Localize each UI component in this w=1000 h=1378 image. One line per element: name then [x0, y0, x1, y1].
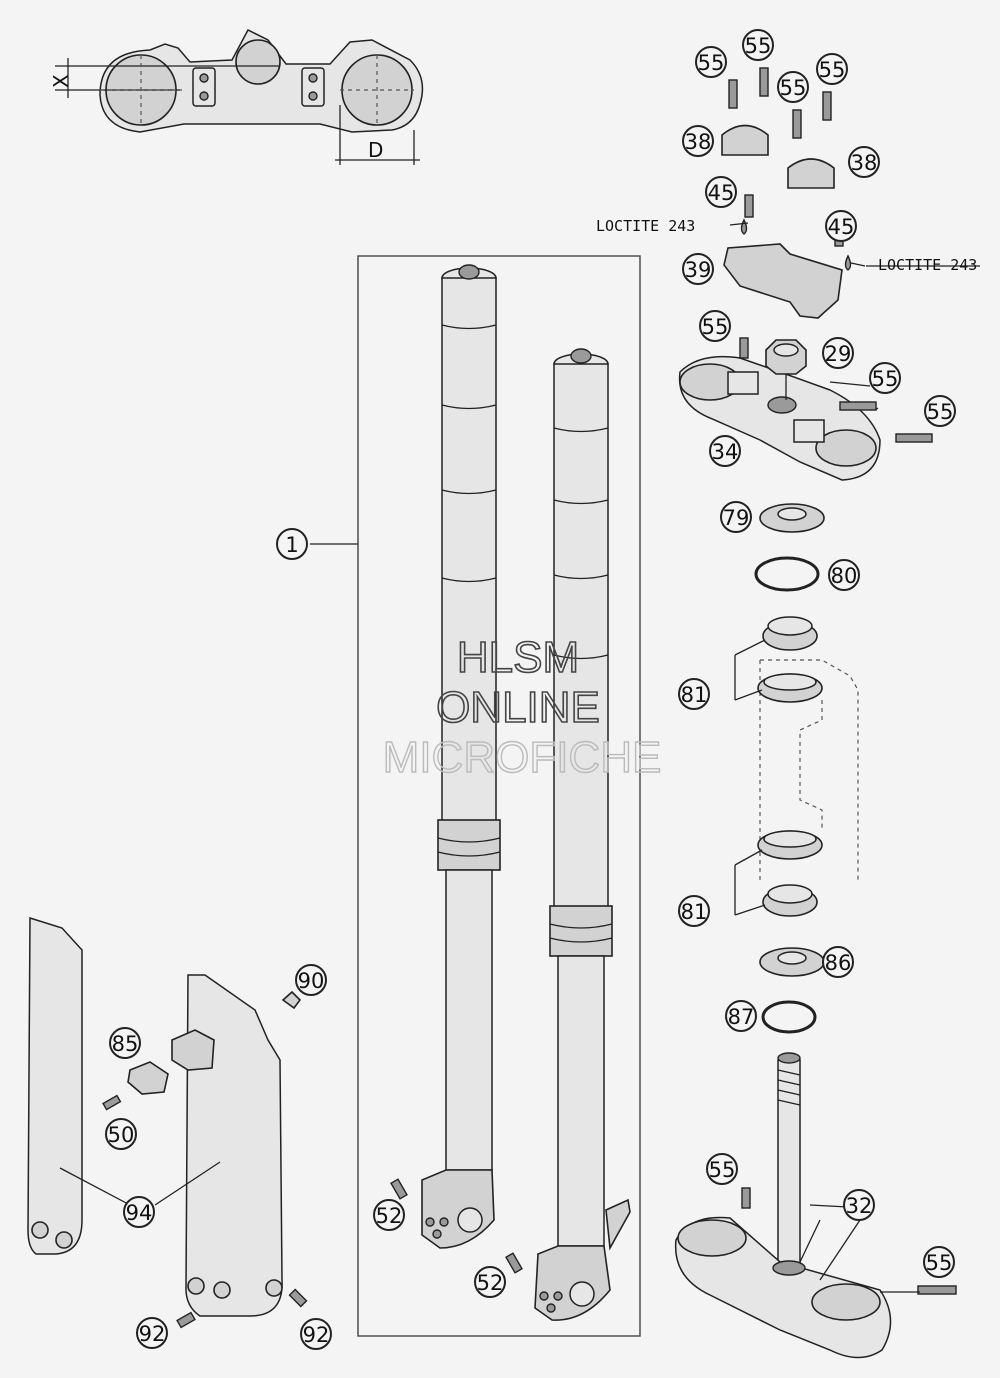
callout-92-b: 92: [300, 1318, 332, 1350]
svg-text:32: 32: [846, 1194, 873, 1218]
loctite-note-b: LOCTITE 243: [878, 256, 977, 274]
svg-text:85: 85: [112, 1032, 139, 1056]
svg-text:45: 45: [828, 215, 855, 239]
callout-86: 86: [822, 946, 854, 978]
svg-text:55: 55: [926, 1251, 953, 1275]
callout-92-a: 92: [136, 1317, 168, 1349]
loctite-note-a: LOCTITE 243: [596, 217, 695, 235]
lower-triple-clamp-stem: [674, 1052, 957, 1359]
svg-text:81: 81: [681, 683, 708, 707]
callout-55-h: 55: [706, 1153, 738, 1185]
watermark-line-1: HLSM: [457, 633, 579, 682]
callout-55-c: 55: [777, 71, 809, 103]
o-ring-80: [754, 556, 820, 592]
callout-87: 87: [725, 1000, 757, 1032]
o-ring-87: [761, 1000, 817, 1034]
svg-text:29: 29: [825, 342, 852, 366]
callout-79: 79: [720, 501, 752, 533]
callout-81-a: 81: [678, 678, 710, 710]
callout-55-d: 55: [816, 53, 848, 85]
callout-55-e: 55: [699, 310, 731, 342]
upper-triple-clamp: [678, 337, 933, 481]
fork-leg-right: [534, 348, 631, 1321]
callout-52-a: 52: [373, 1199, 405, 1231]
callout-90: 90: [295, 964, 327, 996]
svg-text:34: 34: [712, 440, 739, 464]
watermark-line-3: MICROFICHE: [383, 733, 662, 782]
callout-94: 94: [123, 1196, 155, 1228]
svg-text:55: 55: [780, 76, 807, 100]
watermark-line-2: ONLINE: [436, 683, 600, 732]
svg-text:90: 90: [298, 969, 325, 993]
svg-text:55: 55: [709, 1158, 736, 1182]
svg-text:38: 38: [685, 130, 712, 154]
callout-55-a: 55: [695, 46, 727, 78]
svg-text:92: 92: [139, 1322, 166, 1346]
callout-85: 85: [109, 1027, 141, 1059]
svg-text:94: 94: [126, 1201, 153, 1225]
svg-text:86: 86: [825, 951, 852, 975]
callout-80: 80: [828, 559, 860, 591]
svg-text:1: 1: [285, 533, 298, 557]
steering-head-bearings: [734, 616, 859, 917]
callout-39: 39: [682, 253, 714, 285]
svg-text:79: 79: [723, 506, 750, 530]
svg-text:39: 39: [685, 258, 712, 282]
callout-38-b: 38: [848, 146, 880, 178]
svg-text:55: 55: [745, 34, 772, 58]
svg-text:87: 87: [728, 1005, 755, 1029]
svg-text:55: 55: [702, 315, 729, 339]
handlebar-clamp-hardware: [721, 67, 852, 319]
watermark: HLSM ONLINE MICROFICHE: [382, 632, 662, 783]
callout-1: 1: [276, 528, 308, 560]
svg-text:38: 38: [851, 151, 878, 175]
callout-50: 50: [105, 1118, 137, 1150]
callout-34: 34: [709, 435, 741, 467]
callout-45-a: 45: [705, 176, 737, 208]
callout-55-b: 55: [742, 29, 774, 61]
svg-text:92: 92: [303, 1323, 330, 1347]
leader-lines: [729, 222, 980, 1293]
svg-text:55: 55: [927, 400, 954, 424]
callout-38-a: 38: [682, 125, 714, 157]
svg-text:55: 55: [819, 58, 846, 82]
fork-leg-left: [421, 264, 501, 1249]
triple-clamp-dimension-detail: X D: [49, 29, 424, 165]
callout-52-b: 52: [474, 1266, 506, 1298]
svg-text:81: 81: [681, 900, 708, 924]
callout-29: 29: [822, 337, 854, 369]
fork-assembly-frame: [357, 255, 641, 1337]
svg-text:52: 52: [477, 1271, 504, 1295]
svg-text:55: 55: [698, 51, 725, 75]
callout-55-i: 55: [923, 1246, 955, 1278]
fork-guards: [27, 916, 308, 1329]
svg-text:45: 45: [708, 181, 735, 205]
dimension-x-label: X: [49, 74, 73, 88]
callout-32: 32: [843, 1189, 875, 1221]
callout-55-g: 55: [924, 395, 956, 427]
callout-81-b: 81: [678, 895, 710, 927]
callout-55-f: 55: [869, 362, 901, 394]
dimension-d-label: D: [368, 138, 383, 162]
svg-text:55: 55: [872, 367, 899, 391]
svg-text:52: 52: [376, 1204, 403, 1228]
svg-text:80: 80: [831, 564, 858, 588]
svg-text:50: 50: [108, 1123, 135, 1147]
callout-45-b: 45: [825, 210, 857, 242]
